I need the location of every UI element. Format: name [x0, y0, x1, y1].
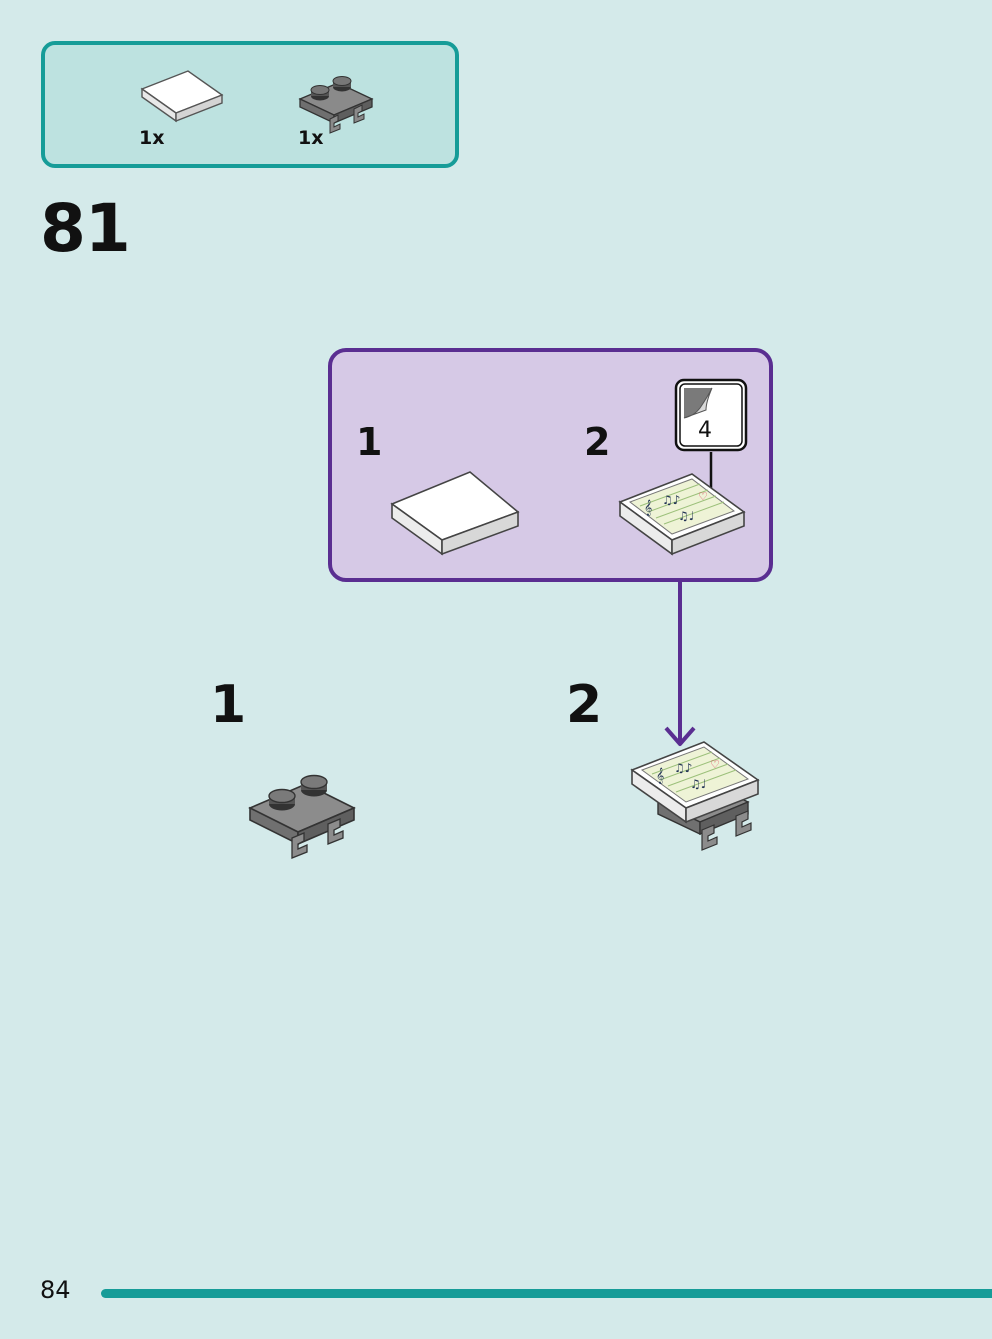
clip-plate-icon [248, 774, 356, 859]
parts-list-box: 1x 1x [41, 41, 459, 168]
clip-plate-icon [298, 76, 374, 134]
svg-text:𝄞: 𝄞 [656, 768, 664, 784]
part-quantity-clip-plate: 1x [298, 127, 324, 149]
part-quantity-tile: 1x [139, 127, 165, 149]
white-tile-icon [390, 471, 520, 556]
svg-text:♡: ♡ [710, 758, 720, 771]
subassembly-callout: 1 2 4 𝄞 ♫♪ ♫♩ ♡ [328, 348, 773, 582]
page-footer-bar [101, 1289, 992, 1298]
main-step-number-2: 2 [566, 675, 603, 735]
white-tile-icon [140, 70, 224, 123]
page-number: 84 [40, 1276, 71, 1304]
svg-text:♫♪: ♫♪ [674, 761, 692, 775]
svg-text:♫♩: ♫♩ [690, 777, 706, 791]
sticker-number: 4 [698, 418, 712, 443]
assembled-music-tile-icon: 𝄞 ♫♪ ♫♩ ♡ [630, 741, 760, 851]
step-number: 81 [40, 190, 131, 267]
substep-number-1: 1 [356, 420, 383, 464]
svg-text:𝄞: 𝄞 [644, 500, 652, 516]
music-sticker-tile-icon: 𝄞 ♫♪ ♫♩ ♡ [618, 473, 746, 556]
svg-text:♡: ♡ [698, 490, 708, 503]
substep-number-2: 2 [584, 420, 611, 464]
svg-text:♫♪: ♫♪ [662, 493, 680, 507]
main-step-number-1: 1 [210, 675, 247, 735]
sticker-icon [674, 378, 748, 452]
svg-text:♫♩: ♫♩ [678, 509, 694, 523]
assembly-arrow [664, 582, 696, 746]
